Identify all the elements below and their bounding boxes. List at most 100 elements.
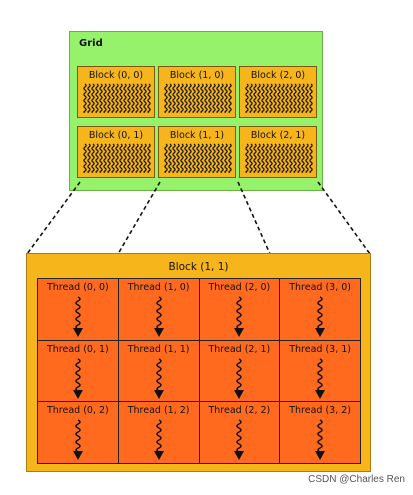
thread-squiggle xyxy=(220,143,224,173)
thread-squiggle xyxy=(297,83,301,113)
thread-cell: Thread (2, 2) xyxy=(199,402,280,463)
thread-squiggle xyxy=(245,83,249,113)
thread-squiggle xyxy=(147,83,151,113)
block-2-1: Block (2, 1) xyxy=(239,126,317,178)
thread-squiggle xyxy=(309,83,313,113)
thread-squiggle xyxy=(305,83,309,113)
block-label: Block (0, 1) xyxy=(88,130,144,141)
thread-squiggle xyxy=(285,83,289,113)
thread-squiggle xyxy=(135,143,139,173)
thread-squiggle xyxy=(139,143,143,173)
squiggle-arrow-icon xyxy=(315,357,326,399)
thread-squiggle xyxy=(115,143,119,173)
thread-squiggle xyxy=(301,83,305,113)
thread-squiggle xyxy=(196,83,200,113)
thread-squiggle xyxy=(212,83,216,113)
thread-squiggle xyxy=(261,83,265,113)
thread-squiggle xyxy=(135,83,139,113)
thread-label: Thread (0, 0) xyxy=(46,282,109,293)
squiggle-line xyxy=(317,419,323,453)
thread-waves-icon xyxy=(83,143,151,173)
thread-squiggle xyxy=(91,83,95,113)
thread-squiggle xyxy=(293,83,297,113)
thread-squiggle xyxy=(180,143,184,173)
arrow-head xyxy=(234,451,245,461)
thread-squiggle xyxy=(180,83,184,113)
arrow-head xyxy=(234,389,245,399)
thread-squiggle xyxy=(184,83,188,113)
thread-squiggle xyxy=(192,143,196,173)
thread-squiggle xyxy=(176,83,180,113)
squiggle-line xyxy=(317,357,323,392)
thread-squiggle xyxy=(204,143,208,173)
thread-squiggle xyxy=(273,83,277,113)
squiggle-line xyxy=(155,296,162,330)
thread-label: Thread (3, 1) xyxy=(289,343,352,355)
squiggle-arrow-icon xyxy=(234,357,245,399)
thread-squiggle xyxy=(200,83,204,113)
squiggle-arrow-icon xyxy=(153,419,164,461)
thread-squiggle xyxy=(208,83,212,113)
connector-line xyxy=(26,181,81,255)
thread-squiggle xyxy=(200,143,204,173)
thread-squiggle xyxy=(285,143,289,173)
block-label: Block (1, 1) xyxy=(169,130,225,141)
block-label: Block (1, 0) xyxy=(169,70,225,81)
thread-squiggle xyxy=(277,143,281,173)
thread-squiggle xyxy=(111,143,115,173)
thread-squiggle xyxy=(289,83,293,113)
squiggle-arrow-icon xyxy=(72,296,83,337)
thread-squiggle xyxy=(119,83,123,113)
thread-waves-icon xyxy=(83,83,151,113)
thread-squiggle xyxy=(253,143,257,173)
squiggle-line xyxy=(75,419,81,453)
block-label: Block (2, 1) xyxy=(250,130,306,141)
arrow-head xyxy=(315,389,326,399)
squiggle-arrow-icon xyxy=(153,357,164,399)
block-2-0: Block (2, 0) xyxy=(239,66,317,118)
thread-squiggle xyxy=(277,83,281,113)
squiggle-line xyxy=(75,357,81,392)
thread-squiggle xyxy=(281,143,285,173)
arrow-head xyxy=(153,451,164,461)
arrow-head xyxy=(234,328,245,337)
block-1-0: Block (1, 0) xyxy=(158,66,236,118)
thread-label: Thread (2, 0) xyxy=(208,282,271,293)
thread-squiggle xyxy=(273,143,277,173)
thread-squiggle xyxy=(281,83,285,113)
thread-cell: Thread (1, 0) xyxy=(118,279,199,340)
arrow-head xyxy=(315,451,326,461)
thread-squiggle xyxy=(269,83,273,113)
thread-squiggle xyxy=(127,83,131,113)
thread-waves-icon xyxy=(245,83,313,113)
squiggle-line xyxy=(317,296,323,330)
thread-squiggle xyxy=(176,143,180,173)
thread-squiggle xyxy=(168,143,172,173)
squiggle-line xyxy=(155,419,162,453)
expanded-block: Block (1, 1) Thread (0, 0) Thread (1, 0)… xyxy=(26,253,371,472)
watermark: CSDN @Charles Ren xyxy=(308,474,405,485)
thread-squiggle xyxy=(131,143,135,173)
thread-cell: Thread (3, 1) xyxy=(280,340,360,402)
thread-cell: Thread (1, 2) xyxy=(118,402,199,463)
thread-squiggle xyxy=(83,143,87,173)
thread-squiggle xyxy=(131,83,135,113)
thread-squiggle xyxy=(168,83,172,113)
thread-label: Thread (0, 2) xyxy=(46,405,109,417)
thread-squiggle xyxy=(172,83,176,113)
squiggle-line xyxy=(75,296,81,330)
thread-label: Thread (3, 2) xyxy=(289,405,352,417)
thread-squiggle xyxy=(87,143,91,173)
thread-label: Thread (2, 2) xyxy=(208,405,271,417)
block-0-1: Block (0, 1) xyxy=(77,126,155,178)
thread-squiggle xyxy=(139,83,143,113)
thread-squiggle xyxy=(224,83,228,113)
thread-squiggle xyxy=(83,83,87,113)
thread-cell: Thread (0, 0) xyxy=(38,279,118,340)
thread-squiggle xyxy=(257,143,261,173)
thread-squiggle xyxy=(91,143,95,173)
thread-squiggle xyxy=(87,83,91,113)
thread-squiggle xyxy=(164,143,168,173)
thread-squiggle xyxy=(253,83,257,113)
arrow-head xyxy=(72,328,83,337)
